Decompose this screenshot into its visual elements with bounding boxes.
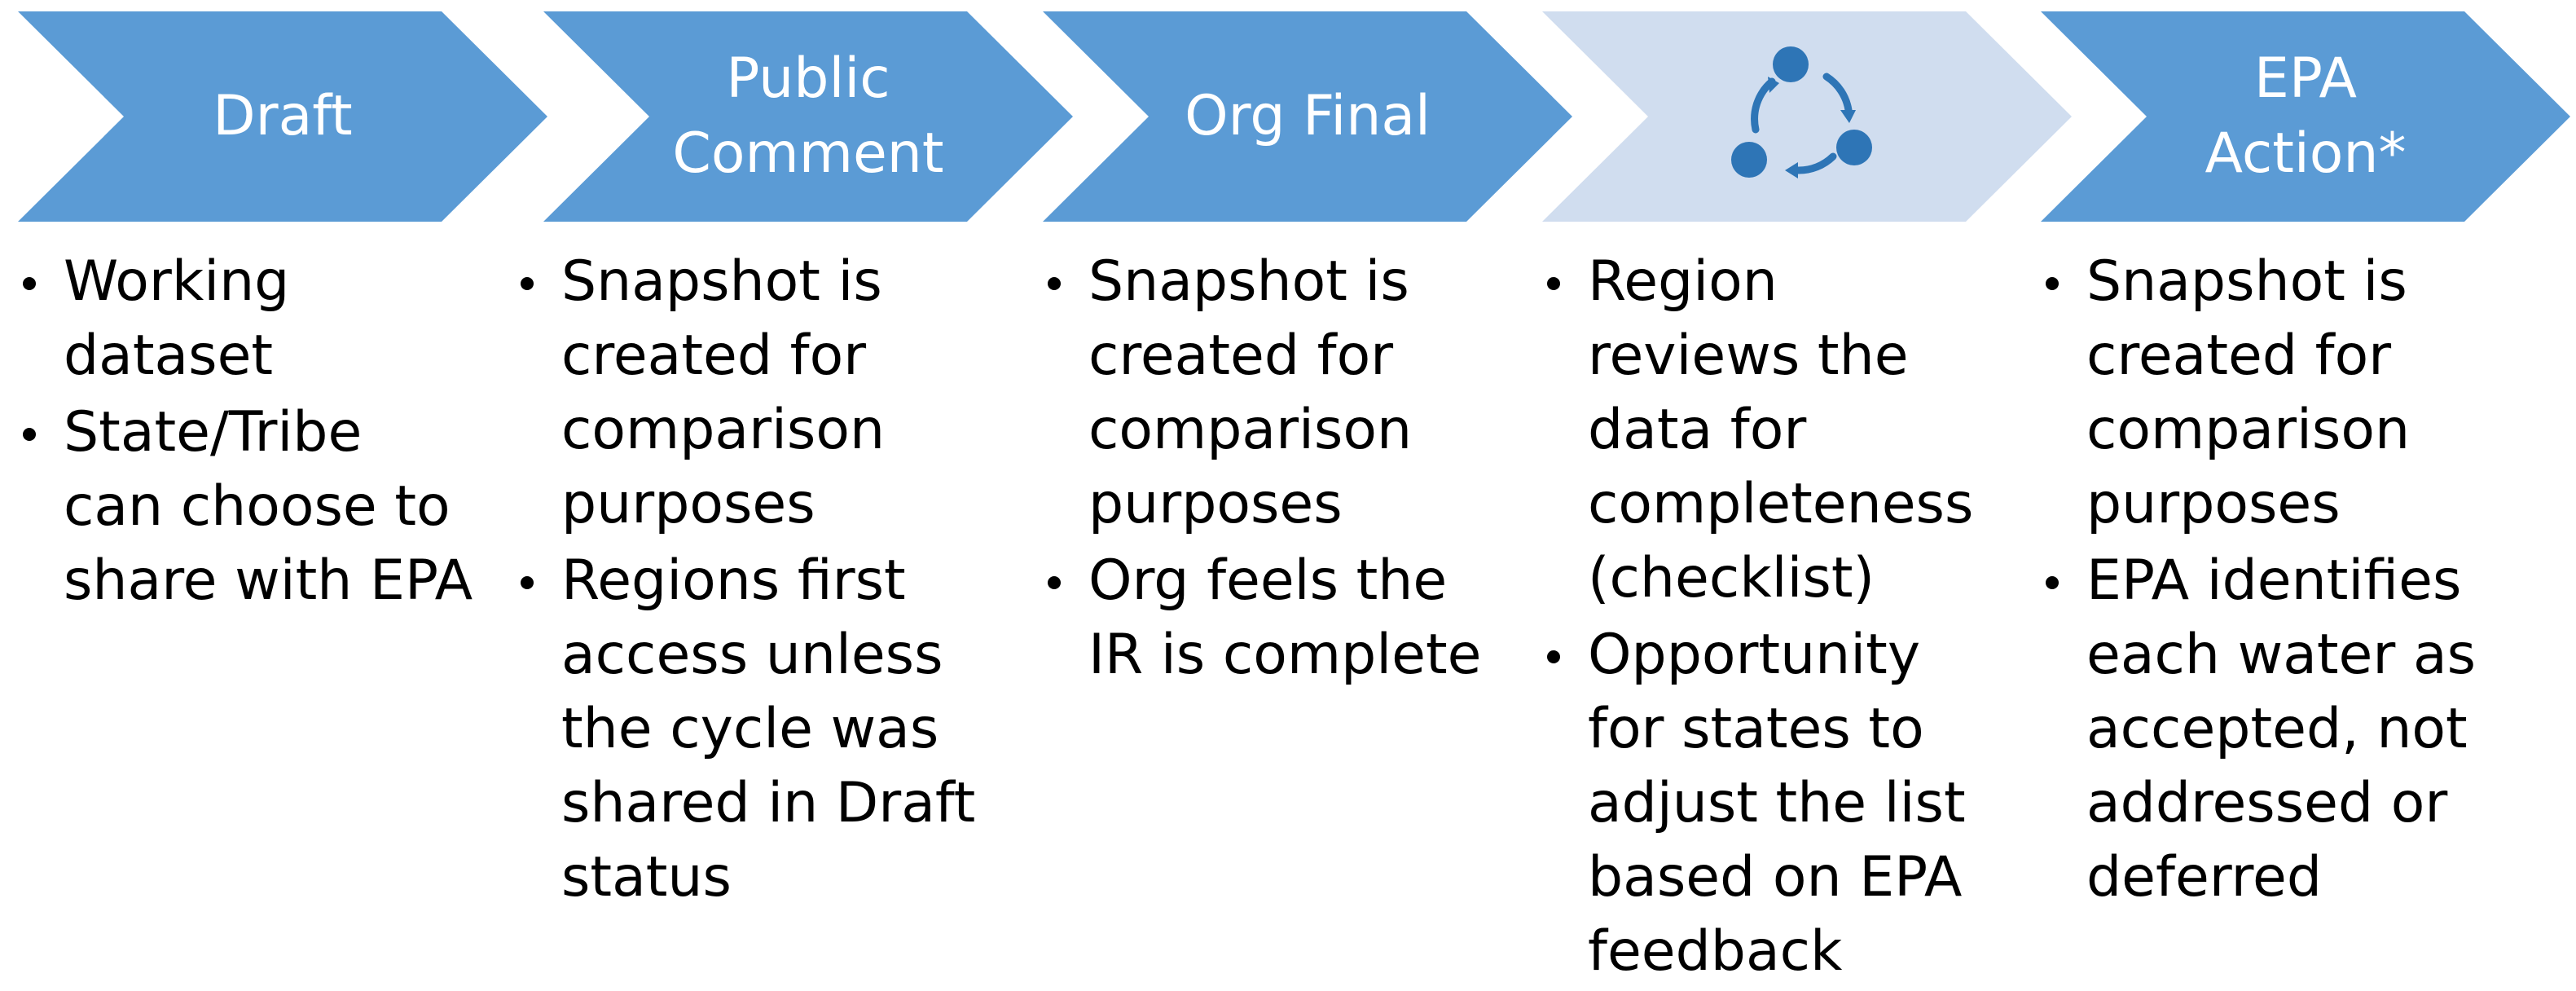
step-label: Draft: [213, 84, 353, 148]
bullet-item: Org feels the IR is complete: [1043, 544, 1499, 692]
chevron-shape: [1542, 11, 2072, 222]
bullet-item: EPA identifies each water as accepted, n…: [2041, 544, 2497, 914]
step-label: Org Final: [1185, 84, 1431, 148]
bullets-org-final: Snapshot is created for comparison purpo…: [1043, 244, 1499, 694]
bullet-item: Working dataset: [18, 244, 474, 393]
bullet-item: Snapshot is created for comparison purpo…: [516, 244, 996, 541]
bullets-draft: Working dataset State/Tribe can choose t…: [18, 244, 474, 620]
chevron-shape: [543, 11, 1073, 222]
step-label: Public Comment: [672, 46, 944, 186]
chevron-epa-action: EPA Action*: [2041, 11, 2570, 222]
chevron-shape: [1043, 11, 1572, 222]
bullet-item: Regions first access unless the cycle wa…: [516, 544, 996, 914]
step-label: EPA Action*: [2205, 46, 2407, 186]
bullet-item: State/Tribe can choose to share with EPA: [18, 395, 474, 618]
chevron-shape: [2041, 11, 2570, 222]
bullets-review-cycle: Region reviews the data for completeness…: [1542, 244, 1998, 991]
bullet-item: Region reviews the data for completeness…: [1542, 244, 1998, 615]
chevron-org-final: Org Final: [1043, 11, 1572, 222]
bullets-public-comment: Snapshot is created for comparison purpo…: [516, 244, 996, 917]
cycle-arrows-icon: [1731, 46, 1872, 178]
bullets-epa-action: Snapshot is created for comparison purpo…: [2041, 244, 2497, 917]
chevron-draft: Draft: [18, 11, 547, 222]
bullet-item: Snapshot is created for comparison purpo…: [1043, 244, 1499, 541]
bullet-item: Opportunity for states to adjust the lis…: [1542, 618, 1998, 989]
chevron-review-cycle: [1542, 11, 2072, 222]
chevron-public-comment: Public Comment: [543, 11, 1073, 222]
chevron-shape: [18, 11, 547, 222]
bullet-item: Snapshot is created for comparison purpo…: [2041, 244, 2497, 541]
